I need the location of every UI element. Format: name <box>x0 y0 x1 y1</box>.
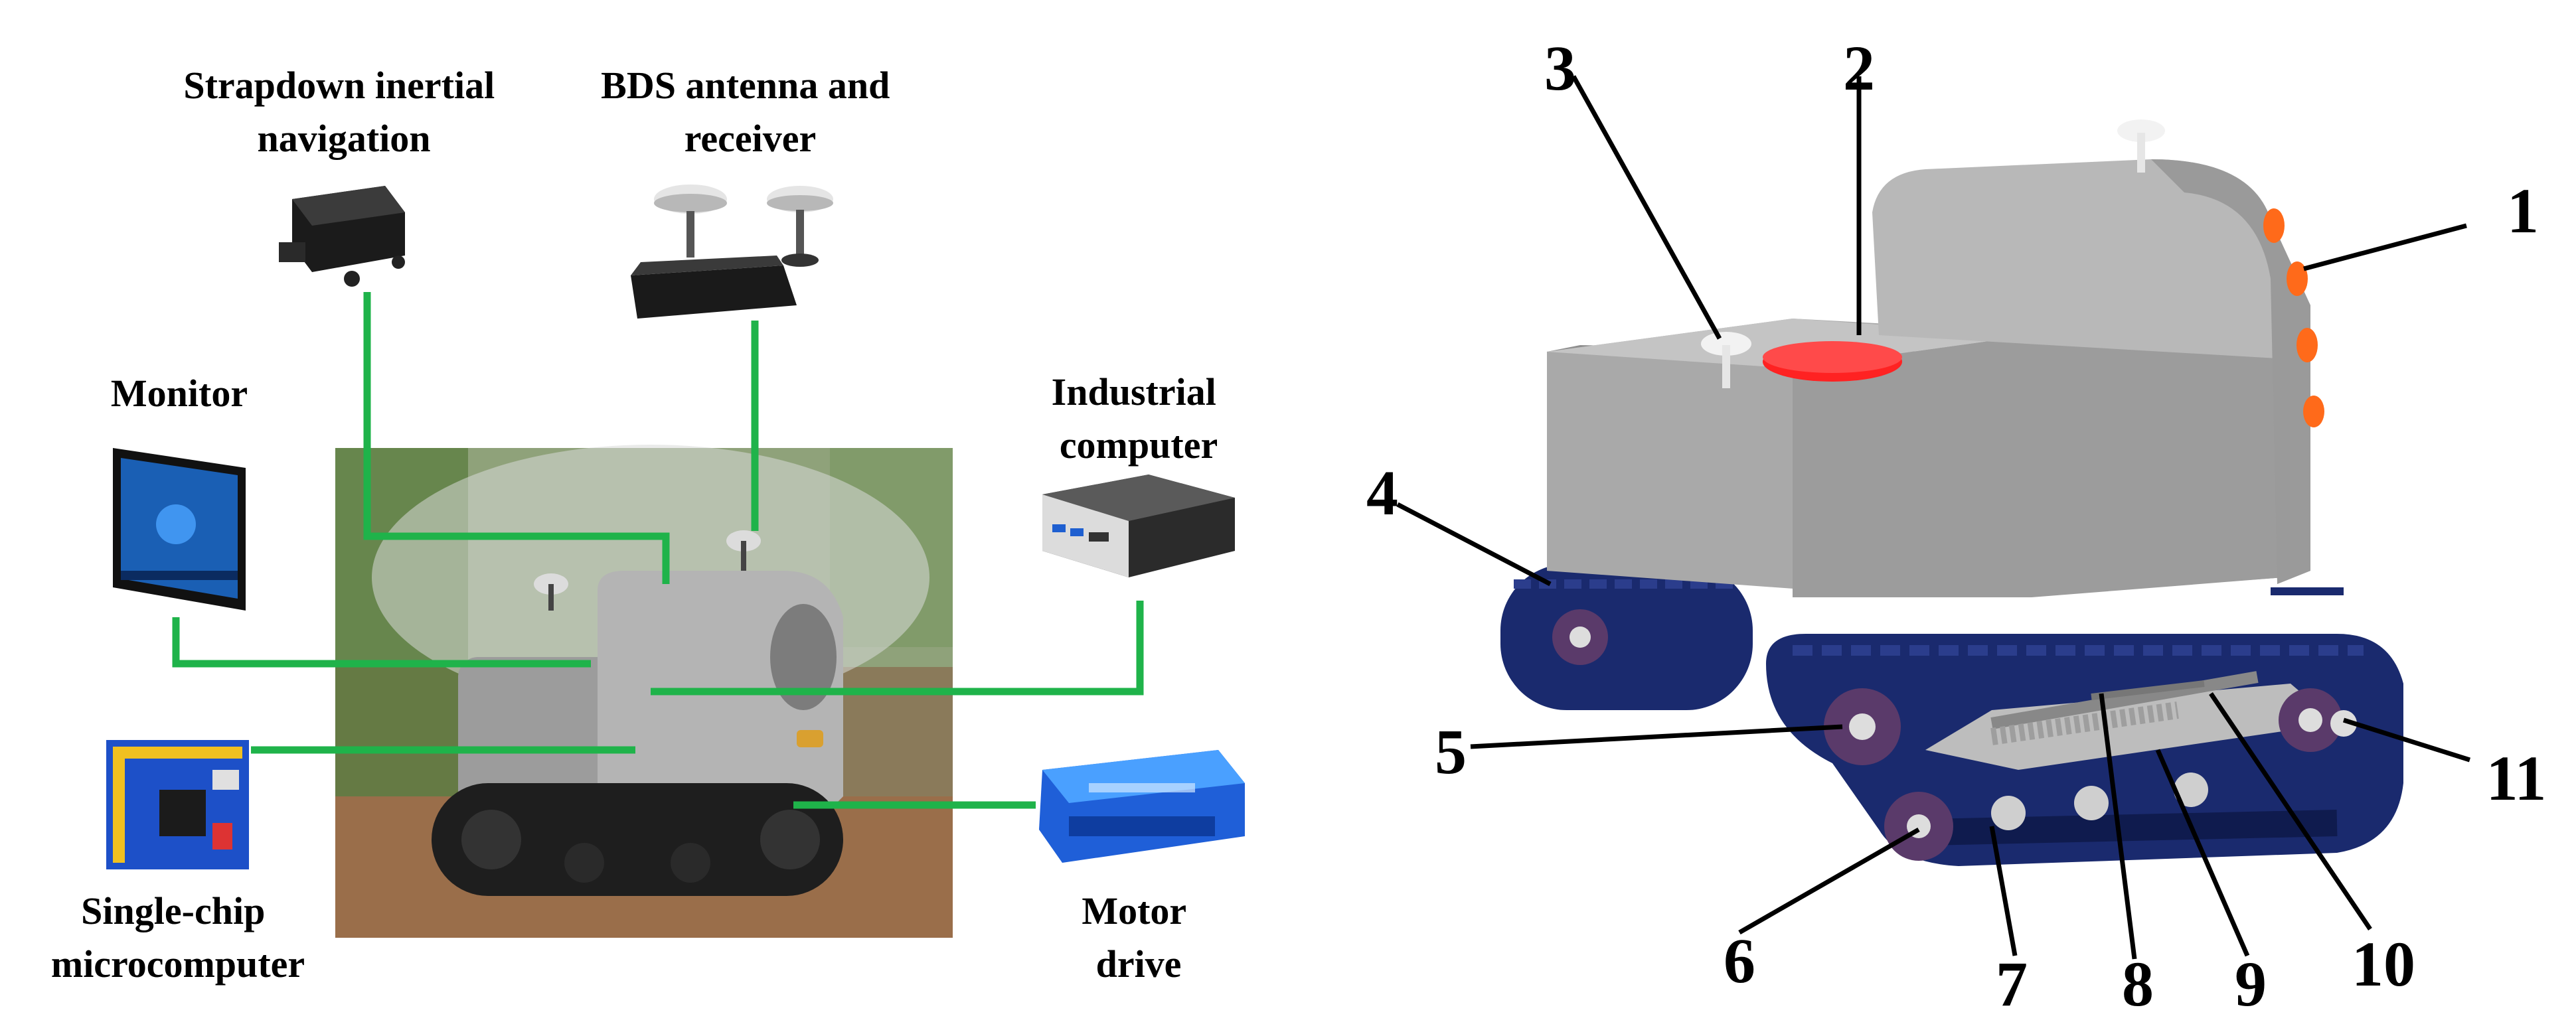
indicator-light <box>2263 208 2285 243</box>
imu-device-icon <box>279 186 405 287</box>
antenna-rear-icon <box>2117 119 2165 173</box>
label-industrial: Industrial computer <box>1052 370 1226 467</box>
road-wheel <box>2174 773 2208 807</box>
callout-10: 10 <box>2352 928 2415 999</box>
connector-lines <box>172 292 1144 809</box>
robot-body <box>1547 159 2344 597</box>
motor-drive-icon <box>1039 750 1245 863</box>
suspension-assembly <box>1552 609 2357 861</box>
connector-monitor <box>172 617 591 668</box>
bds-receiver-icon <box>631 185 833 319</box>
callout-6: 6 <box>1724 925 1755 996</box>
label-bds: BDS antenna and receiver <box>601 64 900 160</box>
callout-3: 3 <box>1544 33 1576 104</box>
connector-imu <box>363 292 670 584</box>
callout-8: 8 <box>2122 948 2154 1019</box>
industrial-computer-icon <box>1042 475 1235 577</box>
callout-5: 5 <box>1435 716 1467 787</box>
label-motor-drive: Motor drive <box>1082 889 1195 986</box>
road-wheel <box>2074 786 2109 820</box>
antenna-front-icon <box>1701 332 1751 388</box>
left-panel: Strapdown inertial navigation BDS antenn… <box>51 64 1245 986</box>
callout-1: 1 <box>2507 175 2539 246</box>
indicator-light <box>2303 396 2324 427</box>
indicator-light <box>2287 261 2308 296</box>
label-strapdown: Strapdown inertial navigation <box>183 64 504 160</box>
callout-4: 4 <box>1366 457 1398 528</box>
monitor-icon <box>113 448 246 611</box>
label-single-chip: Single-chip microcomputer <box>51 889 305 986</box>
label-monitor: Monitor <box>111 372 248 415</box>
callout-numbers: 1 2 3 4 5 6 7 8 9 10 11 <box>1366 33 2546 1019</box>
lidar-icon <box>1763 341 1902 382</box>
callout-7: 7 <box>1996 948 2028 1019</box>
mcu-board-icon <box>106 740 249 869</box>
indicator-light <box>2296 328 2318 362</box>
connector-industrial <box>651 601 1144 696</box>
road-wheel <box>1991 796 2026 830</box>
callout-11: 11 <box>2486 743 2547 814</box>
callout-leaders <box>1396 75 2471 960</box>
callout-2: 2 <box>1843 33 1875 104</box>
indicator-lights <box>2263 208 2324 427</box>
callout-9: 9 <box>2235 948 2267 1019</box>
right-panel: 1 2 3 4 5 6 7 8 9 10 11 <box>1366 33 2546 1019</box>
